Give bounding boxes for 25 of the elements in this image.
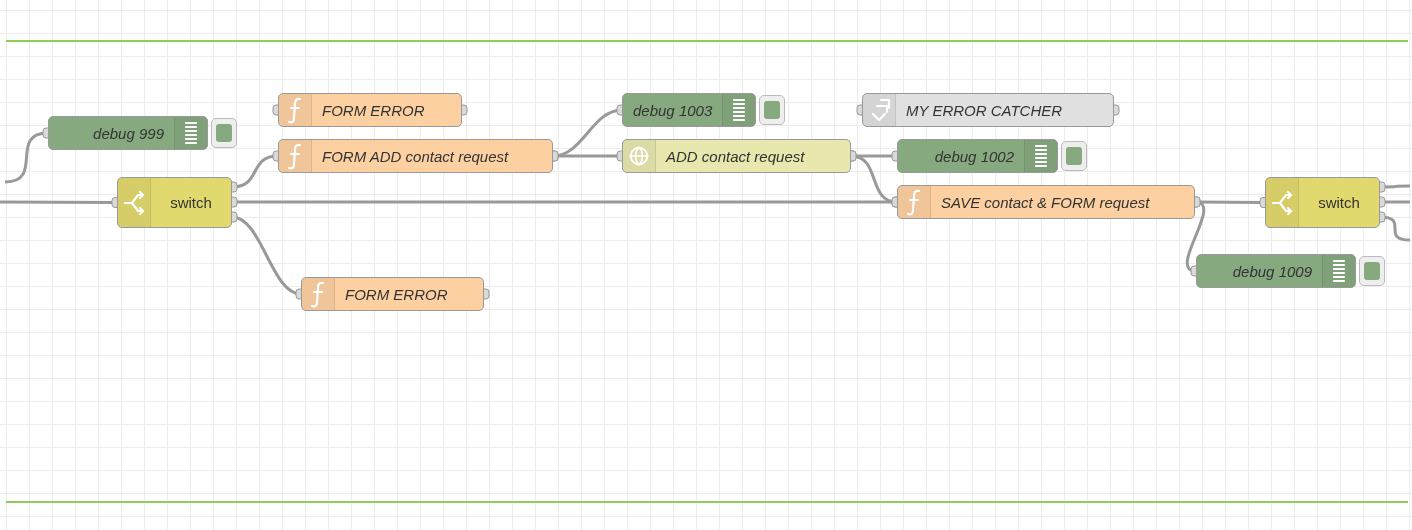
node-label: debug 1003 (632, 101, 714, 119)
wire (1185, 196, 1206, 277)
switch-node (1265, 177, 1380, 228)
function-node (301, 277, 484, 311)
node-label: FORM ADD contact request (321, 147, 510, 165)
function-node (897, 185, 1195, 219)
node-label: MY ERROR CATCHER (905, 101, 1064, 119)
node-label: FORM ERROR (344, 285, 449, 303)
node-label: ADD contact request (664, 147, 806, 165)
node-label: debug 1002 (933, 147, 1015, 165)
node-label: SAVE contact & FORM request (940, 193, 1151, 211)
node-label: debug 1009 (1231, 262, 1313, 280)
switch-node (117, 177, 232, 228)
debug-node (48, 116, 208, 150)
debug-node (1196, 254, 1356, 288)
node-label: debug 999 (92, 124, 165, 142)
function-node (278, 93, 462, 127)
catch-node (862, 93, 1114, 127)
debug-node (622, 93, 756, 127)
node-label: switch (169, 194, 213, 211)
function-node (278, 139, 553, 173)
node-label: FORM ERROR (321, 101, 426, 119)
debug-node (897, 139, 1058, 173)
http-request-node (622, 139, 851, 173)
node-label: switch (1317, 194, 1361, 211)
